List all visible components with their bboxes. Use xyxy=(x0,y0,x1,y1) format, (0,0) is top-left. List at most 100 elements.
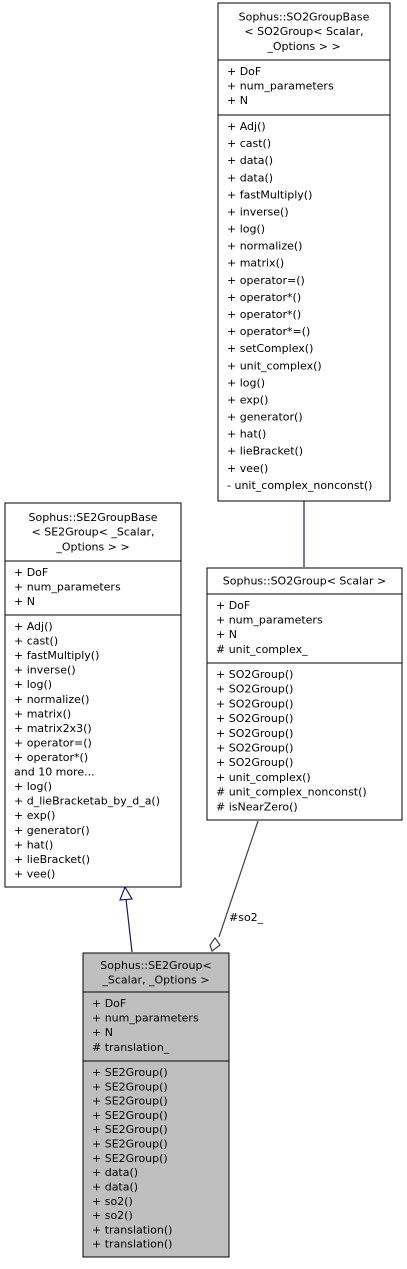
class-node-se2group[interactable]: Sophus::SE2Group<_Scalar, _Options >+ Do… xyxy=(82,952,230,1258)
class-attribute: # unit_complex_ xyxy=(216,643,308,656)
class-attribute: + num_parameters xyxy=(216,614,323,627)
class-method: + log() xyxy=(227,223,265,236)
class-method: + so2() xyxy=(92,1209,133,1222)
class-method: + d_lieBracketab_by_d_a() xyxy=(14,795,160,808)
class-attribute: # translation_ xyxy=(92,1041,170,1054)
class-method: + vee() xyxy=(227,462,268,475)
class-method: + inverse() xyxy=(227,205,289,218)
class-attribute: + num_parameters xyxy=(227,80,334,93)
class-method: + generator() xyxy=(227,411,303,424)
more-members-note: and 10 more... xyxy=(14,766,95,779)
class-attribute: + num_parameters xyxy=(14,581,121,594)
class-attribute: + DoF xyxy=(14,566,48,579)
class-title-line: _Options > > xyxy=(266,40,340,53)
class-method: + so2() xyxy=(92,1195,133,1208)
class-attribute: + num_parameters xyxy=(92,1012,199,1025)
class-title-line: Sophus::SE2Group< xyxy=(100,959,211,972)
class-method: + data() xyxy=(227,154,273,167)
class-method: + SE2Group() xyxy=(92,1095,168,1108)
class-attribute: + N xyxy=(92,1026,113,1039)
class-title-line: Sophus::SO2GroupBase xyxy=(239,11,370,24)
class-title-line: Sophus::SO2Group< Scalar > xyxy=(223,575,386,588)
class-node-so2group[interactable]: Sophus::SO2Group< Scalar >+ DoF+ num_par… xyxy=(206,567,403,821)
class-method: + log() xyxy=(14,678,52,691)
inheritance-edge-se2group xyxy=(125,898,133,953)
class-method: + matrix() xyxy=(14,707,71,720)
class-method: + SO2Group() xyxy=(216,697,293,710)
class-method: + SO2Group() xyxy=(216,756,293,769)
class-box xyxy=(82,952,230,1258)
class-method: + cast() xyxy=(14,635,58,648)
class-method: + operator*() xyxy=(14,751,88,764)
class-method: - unit_complex_nonconst() xyxy=(227,479,372,492)
class-method: + operator=() xyxy=(227,274,305,287)
class-method: + unit_complex() xyxy=(227,359,322,372)
edge-label-so2: #so2_ xyxy=(229,911,264,924)
class-method: + inverse() xyxy=(14,664,76,677)
class-attribute: + DoF xyxy=(216,599,250,612)
class-method: + matrix() xyxy=(227,257,284,270)
class-method: + Adj() xyxy=(227,120,266,133)
class-method: + vee() xyxy=(14,867,55,880)
class-method: + log() xyxy=(14,780,52,793)
class-method: + SE2Group() xyxy=(92,1138,168,1151)
class-method: + hat() xyxy=(227,428,266,441)
class-method: + SO2Group() xyxy=(216,668,293,681)
class-attribute: + N xyxy=(14,595,35,608)
class-method: + unit_complex() xyxy=(216,771,311,784)
class-method: + SE2Group() xyxy=(92,1152,168,1165)
aggregation-diamond xyxy=(209,936,221,952)
class-box xyxy=(217,2,391,502)
class-method: + setComplex() xyxy=(227,342,313,355)
class-method: + Adj() xyxy=(14,620,53,633)
class-box xyxy=(4,502,182,888)
class-title-line: _Options > > xyxy=(55,540,129,553)
class-method: + translation() xyxy=(92,1238,172,1251)
class-node-se2groupbase[interactable]: Sophus::SE2GroupBase< SE2Group< _Scalar,… xyxy=(4,502,182,888)
class-method: + SO2Group() xyxy=(216,727,293,740)
usage-edge-so2 xyxy=(218,820,259,938)
class-node-so2groupbase[interactable]: Sophus::SO2GroupBase< SO2Group< Scalar,_… xyxy=(217,2,391,502)
class-method: # isNearZero() xyxy=(216,800,298,813)
class-method: + data() xyxy=(227,171,273,184)
class-method: + fastMultiply() xyxy=(14,649,99,662)
class-method: + normalize() xyxy=(227,240,302,253)
class-method: + operator*=() xyxy=(227,325,310,338)
class-attribute: + N xyxy=(227,94,248,107)
class-method: + cast() xyxy=(227,137,271,150)
class-method: + data() xyxy=(92,1180,138,1193)
class-method: # unit_complex_nonconst() xyxy=(216,786,367,799)
class-method: + SO2Group() xyxy=(216,742,293,755)
class-method: + SE2Group() xyxy=(92,1080,168,1093)
class-method: + SO2Group() xyxy=(216,683,293,696)
class-attribute: + DoF xyxy=(92,997,126,1010)
class-title-line: < SO2Group< Scalar, xyxy=(244,25,363,38)
class-title-line: _Scalar, _Options > xyxy=(101,974,209,987)
class-method: + exp() xyxy=(14,809,55,822)
class-method: + lieBracket() xyxy=(14,853,90,866)
class-method: + exp() xyxy=(227,393,268,406)
class-method: + data() xyxy=(92,1166,138,1179)
class-method: + hat() xyxy=(14,838,53,851)
class-attribute: + DoF xyxy=(227,65,261,78)
class-method: + generator() xyxy=(14,824,90,837)
class-method: + operator*() xyxy=(227,291,301,304)
class-method: + translation() xyxy=(92,1223,172,1236)
class-method: + SE2Group() xyxy=(92,1109,168,1122)
class-method: + matrix2x3() xyxy=(14,722,92,735)
class-method: + SO2Group() xyxy=(216,712,293,725)
inheritance-arrowhead-se2groupbase xyxy=(119,885,133,901)
class-method: + normalize() xyxy=(14,693,89,706)
class-method: + fastMultiply() xyxy=(227,188,312,201)
class-box xyxy=(206,567,403,821)
class-title-line: Sophus::SE2GroupBase xyxy=(29,511,158,524)
class-method: + lieBracket() xyxy=(227,445,303,458)
class-method: + SE2Group() xyxy=(92,1123,168,1136)
class-method: + SE2Group() xyxy=(92,1066,168,1079)
class-attribute: + N xyxy=(216,628,237,641)
class-method: + log() xyxy=(227,376,265,389)
class-title-line: < SE2Group< _Scalar, xyxy=(32,526,155,539)
class-method: + operator*() xyxy=(227,308,301,321)
class-method: + operator=() xyxy=(14,736,92,749)
